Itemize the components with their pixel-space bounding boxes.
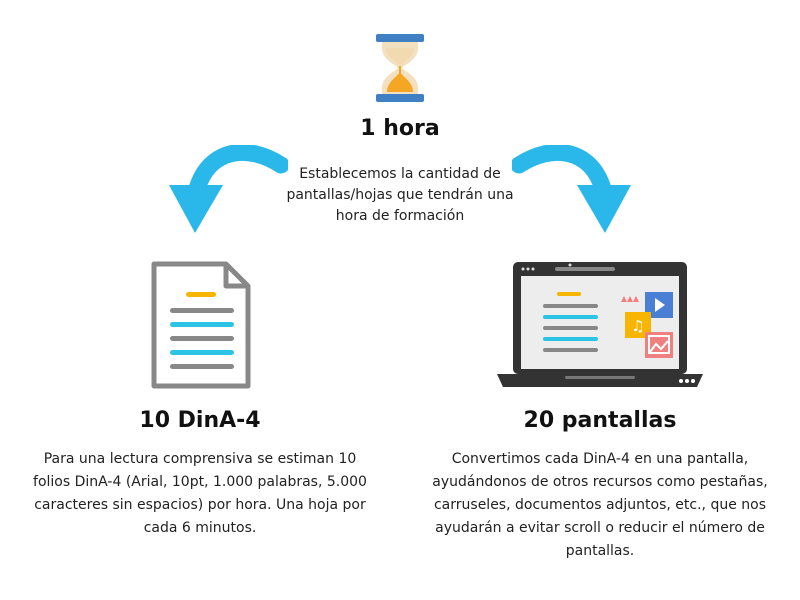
laptop-icon: ♫ (497, 262, 703, 387)
subtitle: Establecemos la cantidad de pantallas/ho… (286, 166, 514, 224)
page-title: 1 hora (360, 116, 440, 141)
svg-text:♫: ♫ (631, 317, 644, 335)
curved-arrow-right-icon (512, 145, 631, 233)
hourglass-icon (376, 34, 424, 102)
right-title: 20 pantallas (523, 408, 677, 433)
left-title: 10 DinA-4 (139, 408, 261, 433)
right-description: Convertimos cada DinA-4 en una pantalla,… (432, 451, 768, 559)
left-description: Para una lectura comprensiva se estiman … (33, 451, 367, 536)
document-icon (151, 261, 251, 389)
curved-arrow-left-icon (169, 145, 288, 233)
